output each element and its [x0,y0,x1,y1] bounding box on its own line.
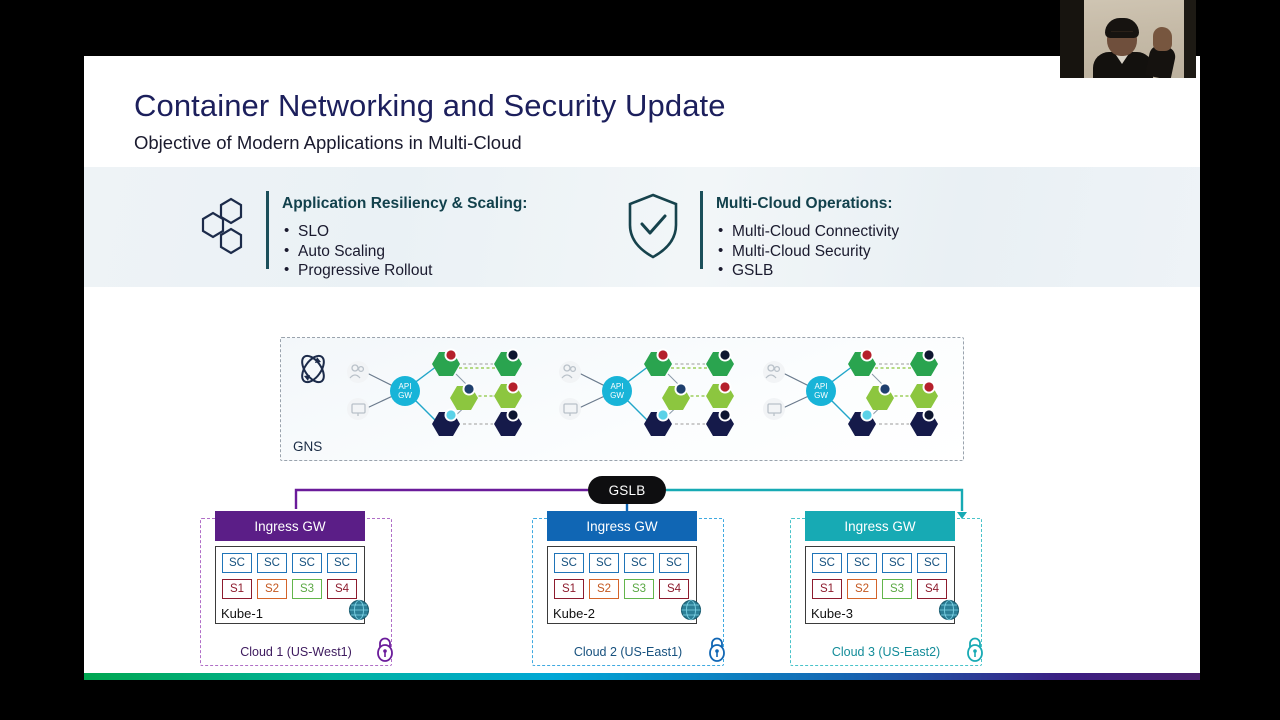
svg-text:API: API [815,382,828,391]
gns-label: GNS [293,439,323,454]
gslb-cloud-section: GSLB Ingress GW SC SC SC SC S1 S2 S3 S4 [84,461,1200,680]
service-cell: S3 [292,579,322,599]
svg-text:GW: GW [814,391,828,400]
lock-icon [965,636,985,667]
objective-column-resiliency: Application Resiliency & Scaling: SLO Au… [184,167,654,287]
svg-text:GW: GW [610,391,624,400]
presenter-video-thumbnail[interactable] [1060,0,1196,78]
service-row-3: S1 S2 S3 S4 [812,579,947,599]
gns-cluster-2: API GW [553,346,753,446]
video-left-shadow [1060,0,1084,78]
objectives-band: Application Resiliency & Scaling: SLO Au… [84,167,1200,287]
kube-label-1: Kube-1 [221,606,263,621]
svg-text:GW: GW [398,391,412,400]
sidecar-cell: SC [292,553,322,573]
cloud-2: Ingress GW SC SC SC SC S1 S2 S3 S4 Kube-… [532,511,727,667]
objective-divider-1 [266,191,269,269]
service-cell: S1 [222,579,252,599]
ingress-gw-1[interactable]: Ingress GW [215,511,365,541]
sidecar-cell: SC [257,553,287,573]
monitor-icon [763,398,785,420]
objective-column-operations: Multi-Cloud Operations: Multi-Cloud Conn… [614,167,1084,287]
sidecar-cell: SC [812,553,842,573]
objective-heading-1: Application Resiliency & Scaling: [282,195,528,212]
lock-icon [707,636,727,667]
svg-text:API: API [611,382,624,391]
service-cell: S4 [917,579,947,599]
gslb-badge[interactable]: GSLB [588,476,666,504]
objective-item: SLO [282,221,432,242]
service-row-1: S1 S2 S3 S4 [222,579,357,599]
gns-cluster-3: API GW [757,346,957,446]
objective-divider-2 [700,191,703,269]
objective-item: Progressive Rollout [282,260,432,281]
globe-icon [348,599,370,626]
objective-heading-2: Multi-Cloud Operations: [716,195,893,212]
page-subtitle: Objective of Modern Applications in Mult… [134,132,522,153]
kube-label-3: Kube-3 [811,606,853,621]
cloud-3: Ingress GW SC SC SC SC S1 S2 S3 S4 Kube-… [790,511,985,667]
globe-icon [938,599,960,626]
sidecar-cell: SC [882,553,912,573]
gns-panel: GNS [280,337,964,461]
cloud-label-3: Cloud 3 (US-East2) [831,645,941,659]
cloud-1: Ingress GW SC SC SC SC S1 S2 S3 S4 Kube-… [200,511,395,667]
page-title: Container Networking and Security Update [134,88,726,123]
sidecar-cell: SC [917,553,947,573]
service-row-2: S1 S2 S3 S4 [554,579,689,599]
users-icon [559,361,581,383]
video-right-shadow [1184,0,1196,78]
service-cell: S4 [327,579,357,599]
ingress-gw-3[interactable]: Ingress GW [805,511,955,541]
objective-item: Multi-Cloud Security [716,241,899,262]
users-icon [347,361,369,383]
monitor-icon [347,398,369,420]
gns-cluster-1: API GW [341,346,541,446]
cloud-label-2: Cloud 2 (US-East1) [573,645,683,659]
shield-check-icon [624,191,682,266]
kube-cluster-3: SC SC SC SC S1 S2 S3 S4 Kube-3 [805,546,960,624]
service-cell: S2 [847,579,877,599]
brand-gradient-bar [84,673,1200,680]
presenter-hand [1153,27,1172,51]
service-cell: S4 [659,579,689,599]
sidecar-cell: SC [554,553,584,573]
service-cell: S2 [257,579,287,599]
users-icon [763,361,785,383]
objective-item: Multi-Cloud Connectivity [716,221,899,242]
svg-text:API: API [399,382,412,391]
sidecar-row-3: SC SC SC SC [812,553,947,573]
monitor-icon [559,398,581,420]
sidecar-row-1: SC SC SC SC [222,553,357,573]
globe-icon [680,599,702,626]
sidecar-cell: SC [589,553,619,573]
objective-list-2: Multi-Cloud Connectivity Multi-Cloud Sec… [716,221,899,281]
ingress-gw-2[interactable]: Ingress GW [547,511,697,541]
sidecar-cell: SC [847,553,877,573]
hexagon-cluster-icon [189,195,251,268]
sidecar-cell: SC [659,553,689,573]
lock-icon [375,636,395,667]
kube-cluster-1: SC SC SC SC S1 S2 S3 S4 Kube-1 [215,546,370,624]
kube-cluster-2: SC SC SC SC S1 S2 S3 S4 Kube-2 [547,546,702,624]
atom-orbit-icon [295,350,331,393]
service-cell: S2 [589,579,619,599]
sidecar-cell: SC [222,553,252,573]
cloud-label-1: Cloud 1 (US-West1) [240,645,352,659]
presentation-slide: Container Networking and Security Update… [84,56,1200,680]
service-cell: S3 [882,579,912,599]
sidecar-row-2: SC SC SC SC [554,553,689,573]
sidecar-cell: SC [624,553,654,573]
service-cell: S3 [624,579,654,599]
sidecar-cell: SC [327,553,357,573]
objective-list-1: SLO Auto Scaling Progressive Rollout [282,221,432,281]
service-cell: S1 [554,579,584,599]
presenter-glasses [1111,31,1133,38]
kube-label-2: Kube-2 [553,606,595,621]
service-cell: S1 [812,579,842,599]
objective-item: Auto Scaling [282,241,432,262]
presenter-hair [1105,18,1139,38]
objective-item: GSLB [716,260,899,281]
